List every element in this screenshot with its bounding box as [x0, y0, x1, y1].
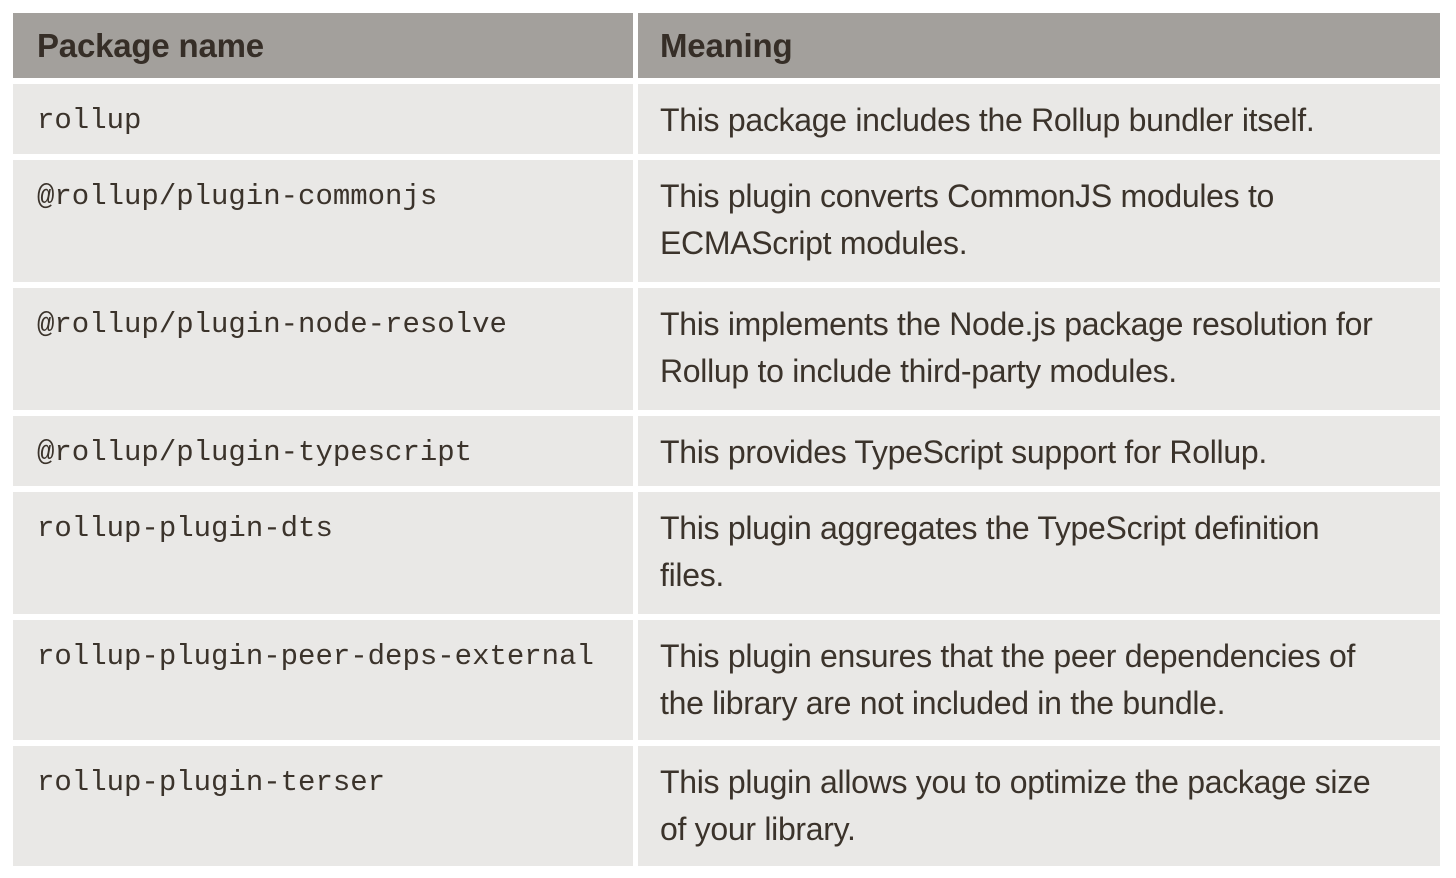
meaning-cell: This implements the Node.js package reso…: [638, 288, 1440, 410]
meaning-cell: This plugin converts CommonJS modules to…: [638, 160, 1440, 282]
package-name-cell: rollup-plugin-peer-deps-external: [13, 620, 633, 740]
package-name-cell: @rollup/plugin-typescript: [13, 416, 633, 486]
meaning-cell: This provides TypeScript support for Rol…: [638, 416, 1440, 486]
header-row: Package name Meaning: [13, 13, 1440, 78]
package-name-cell: rollup-plugin-terser: [13, 746, 633, 866]
column-header-meaning: Meaning: [638, 13, 1440, 78]
package-name-cell: @rollup/plugin-node-resolve: [13, 288, 633, 410]
package-name-cell: rollup-plugin-dts: [13, 492, 633, 614]
package-name-cell: @rollup/plugin-commonjs: [13, 160, 633, 282]
meaning-cell: This plugin allows you to optimize the p…: [638, 746, 1440, 866]
meaning-cell: This plugin ensures that the peer depend…: [638, 620, 1440, 740]
package-name-cell: rollup: [13, 84, 633, 154]
meaning-cell: This plugin aggregates the TypeScript de…: [638, 492, 1440, 614]
meaning-cell: This package includes the Rollup bundler…: [638, 84, 1440, 154]
column-header-package-name: Package name: [13, 13, 633, 78]
